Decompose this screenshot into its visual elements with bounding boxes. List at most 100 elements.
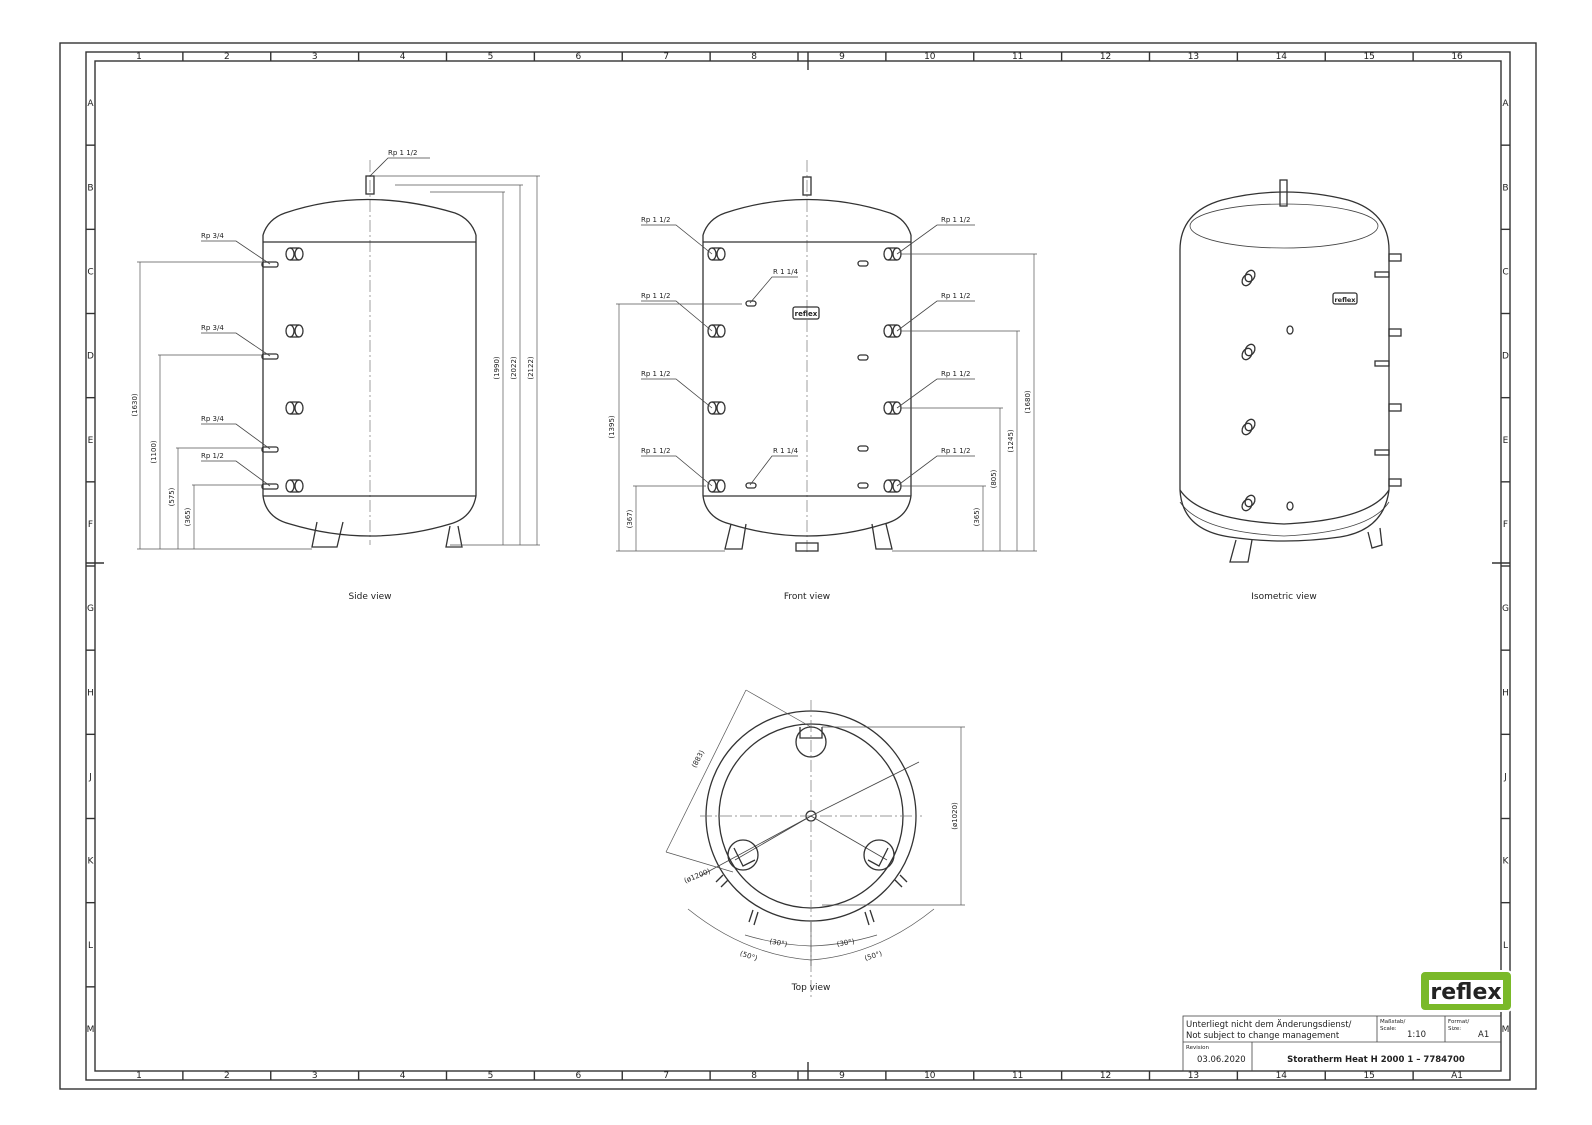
- side-dim-1990: (1990): [493, 356, 501, 380]
- grid-col-label-top: 8: [751, 52, 757, 62]
- tb-scale-value: 1:10: [1407, 1030, 1426, 1040]
- front-inner-label-1: R 1 1/4: [773, 268, 799, 276]
- iso-badge-text: reflex: [1334, 296, 1356, 304]
- grid-row-label-left: F: [88, 520, 93, 530]
- grid-col-label-top: 3: [312, 52, 318, 62]
- grid-ticks: [86, 52, 1510, 1080]
- grid-col-label-bottom: 13: [1188, 1071, 1199, 1081]
- front-right-label-2: Rp 1 1/2: [941, 292, 970, 300]
- grid-row-label-left: E: [88, 436, 94, 446]
- grid-col-label-top: 12: [1100, 52, 1111, 62]
- grid-row-label-right: L: [1503, 941, 1508, 951]
- grid-col-label-top: 10: [924, 52, 936, 62]
- grid-col-label-bottom: 9: [839, 1071, 845, 1081]
- side-label-3: Rp 3/4: [201, 415, 224, 423]
- grid-row-label-right: E: [1503, 436, 1509, 446]
- isometric-view-title: Isometric view: [1251, 592, 1316, 602]
- grid-col-label-bottom: 5: [488, 1071, 494, 1081]
- grid-col-label-top: 15: [1363, 52, 1374, 62]
- grid-col-label-bottom: 6: [575, 1071, 581, 1081]
- grid-col-label-top: 13: [1188, 52, 1199, 62]
- grid-row-label-right: G: [1502, 604, 1509, 614]
- top-view-title: Top view: [791, 983, 831, 993]
- tb-format-label-de: Format/: [1448, 1019, 1469, 1025]
- grid-row-label-left: D: [87, 352, 94, 362]
- front-dim-367: (367): [626, 509, 634, 528]
- logo-text: reflex: [1430, 980, 1501, 1005]
- grid-row-label-left: G: [87, 604, 94, 614]
- grid-row-label-right: A: [1502, 99, 1509, 109]
- grid-col-label-bottom: A1: [1451, 1071, 1463, 1081]
- grid-row-label-right: H: [1502, 688, 1509, 698]
- grid-col-label-bottom: 15: [1363, 1071, 1374, 1081]
- grid-row-label-left: B: [87, 183, 93, 193]
- front-right-label-1: Rp 1 1/2: [941, 216, 970, 224]
- top-dim-30-left: (30°): [769, 938, 788, 949]
- front-inner-label-2: R 1 1/4: [773, 447, 799, 455]
- grid-col-label-top: 16: [1451, 52, 1463, 62]
- grid-col-label-top: 4: [400, 52, 406, 62]
- front-left-label-1: Rp 1 1/2: [641, 216, 670, 224]
- grid-col-label-bottom: 4: [400, 1071, 406, 1081]
- grid-col-label-top: 11: [1012, 52, 1023, 62]
- front-right-label-4: Rp 1 1/2: [941, 447, 970, 455]
- title-block: Unterliegt nicht dem Änderungsdienst/ No…: [1182, 1015, 1502, 1072]
- front-dim-1680: (1680): [1024, 390, 1032, 414]
- top-dim-1200: (ø1200): [683, 867, 712, 885]
- front-left-label-3: Rp 1 1/2: [641, 370, 670, 378]
- grid-col-label-bottom: 10: [924, 1071, 936, 1081]
- side-dim-1630: (1630): [131, 393, 139, 417]
- tb-note-en: Not subject to change management: [1186, 1031, 1340, 1041]
- top-view: (883) (ø1200) (ø1020) (30°) (30°) (50°) …: [665, 689, 965, 1000]
- top-dim-883: (883): [690, 749, 706, 770]
- front-right-label-3: Rp 1 1/2: [941, 370, 970, 378]
- front-view-title: Front view: [784, 592, 830, 602]
- side-dim-575: (575): [168, 487, 176, 506]
- grid-row-label-right: F: [1503, 520, 1508, 530]
- grid-row-label-left: H: [87, 688, 94, 698]
- grid-row-label-left: L: [88, 941, 93, 951]
- tb-scale-label-de: Maßstab/: [1380, 1019, 1405, 1025]
- top-dim-1020: (ø1020): [951, 802, 959, 830]
- front-dim-1395: (1395): [608, 415, 616, 439]
- grid-col-label-top: 14: [1276, 52, 1288, 62]
- tb-format-value: A1: [1478, 1030, 1489, 1040]
- grid-col-label-top: 1: [136, 52, 142, 62]
- front-left-label-4: Rp 1 1/2: [641, 447, 670, 455]
- grid-col-label-top: 5: [488, 52, 494, 62]
- tb-scale-label-en: Scale:: [1380, 1026, 1397, 1032]
- top-dim-30-right: (30°): [836, 937, 855, 948]
- front-dim-1245: (1245): [1007, 429, 1015, 453]
- side-view: Rp 1 1/2 Rp 3/4 Rp 3/4 Rp 3/4 Rp 1/2 (16…: [131, 149, 540, 602]
- front-left-label-2: Rp 1 1/2: [641, 292, 670, 300]
- top-dim-50-right: (50°): [864, 949, 884, 962]
- side-dim-1100: (1100): [150, 440, 158, 464]
- tb-drawing-title: Storatherm Heat H 2000 1 – 7784700: [1287, 1055, 1465, 1065]
- side-label-2: Rp 3/4: [201, 324, 224, 332]
- side-label-4: Rp 1/2: [201, 452, 224, 460]
- grid-col-label-bottom: 3: [312, 1071, 318, 1081]
- side-view-title: Side view: [348, 592, 391, 602]
- side-label-1: Rp 3/4: [201, 232, 224, 240]
- grid-row-label-left: K: [88, 857, 95, 867]
- front-badge: [792, 306, 820, 320]
- front-badge-text: reflex: [795, 310, 818, 318]
- grid-col-label-bottom: 8: [751, 1071, 757, 1081]
- front-dim-365: (365): [973, 507, 981, 526]
- tb-revision-label: Revision: [1186, 1045, 1209, 1051]
- grid-row-label-left: A: [87, 99, 94, 109]
- top-dim-50-left: (50°): [739, 950, 759, 963]
- grid-row-label-left: J: [88, 772, 92, 782]
- outer-frame: [59, 42, 1537, 1090]
- grid-row-label-right: M: [1502, 1025, 1510, 1035]
- grid-col-label-bottom: 12: [1100, 1071, 1111, 1081]
- side-dim-365: (365): [184, 507, 192, 526]
- side-dim-2022: (2022): [510, 356, 518, 380]
- grid-col-label-top: 6: [575, 52, 581, 62]
- isometric-view: reflex Isometric view: [1179, 179, 1402, 602]
- front-dim-805: (805): [990, 469, 998, 488]
- side-dim-2122: (2122): [527, 356, 535, 380]
- grid-row-label-left: C: [87, 267, 93, 277]
- grid-col-label-top: 2: [224, 52, 230, 62]
- reflex-logo: reflex: [1419, 970, 1513, 1012]
